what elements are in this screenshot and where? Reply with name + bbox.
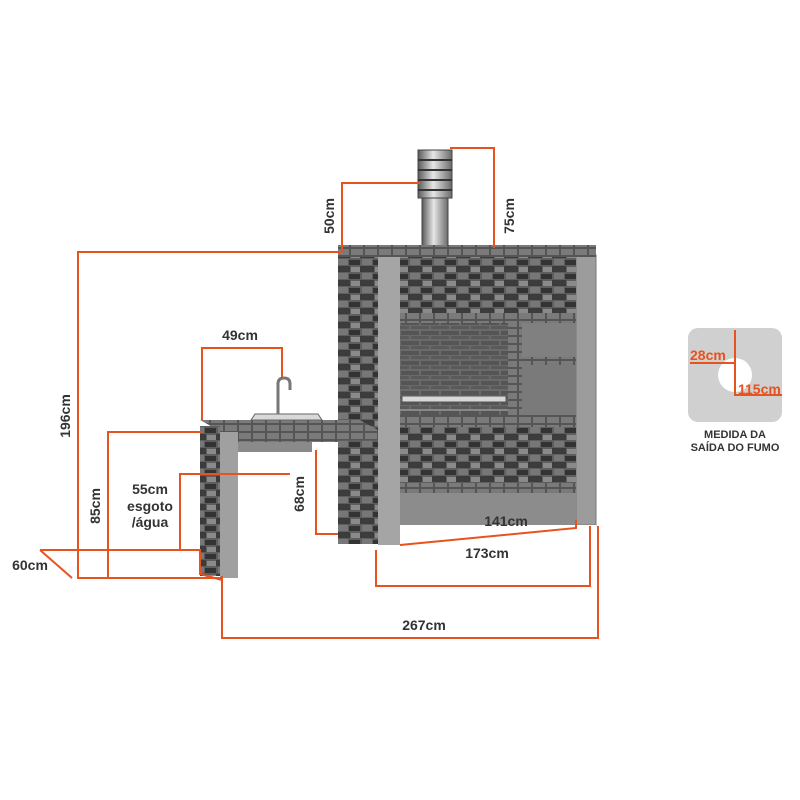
right-side-panel bbox=[575, 254, 597, 526]
label-total-height: 196cm bbox=[57, 394, 73, 438]
lower-stone-panel bbox=[400, 427, 576, 483]
chimney-offset-line bbox=[341, 182, 420, 252]
label-chimney-height: 75cm bbox=[501, 198, 517, 234]
caption-line-1: MEDIDA DA bbox=[704, 429, 766, 441]
upper-stone-panel bbox=[378, 257, 576, 313]
drain-height-line bbox=[179, 473, 290, 550]
inset-depth-line bbox=[734, 363, 782, 396]
label-outlet-width: 28cm bbox=[690, 347, 726, 363]
grill-grate bbox=[401, 395, 507, 403]
label-drain-agua: /água bbox=[132, 514, 169, 530]
label-bbq-width: 173cm bbox=[465, 545, 509, 561]
dimension-labels: 75cm 50cm 196cm 49cm 85cm 55cm esgoto /á… bbox=[12, 198, 528, 633]
chimney bbox=[417, 149, 453, 249]
label-opening-height: 68cm bbox=[291, 476, 307, 512]
bbq-width-line bbox=[375, 526, 591, 587]
opening-height-line bbox=[315, 450, 338, 535]
inner-frame-left bbox=[378, 257, 400, 545]
label-outlet-depth: 115cm bbox=[738, 381, 781, 397]
storage-opening bbox=[400, 493, 576, 525]
total-width-line bbox=[221, 526, 599, 639]
label-counter-height: 85cm bbox=[87, 488, 103, 524]
sink-basin bbox=[250, 413, 323, 421]
arch-brick-band bbox=[400, 313, 576, 323]
chimney-height-line bbox=[450, 147, 495, 248]
label-drain-height: 55cm bbox=[132, 481, 168, 497]
label-chimney-offset: 50cm bbox=[321, 198, 337, 234]
label-inner-width: 141cm bbox=[484, 513, 528, 529]
upper-shelf-niche bbox=[522, 323, 576, 357]
dimension-lines bbox=[39, 147, 599, 639]
sink-leg-panel bbox=[220, 432, 238, 578]
faucet bbox=[276, 376, 292, 414]
counter-height-line bbox=[107, 431, 202, 578]
sink-stone-leg bbox=[200, 426, 220, 576]
counter-brick-band bbox=[400, 415, 576, 427]
sink-counter bbox=[200, 376, 378, 578]
caption-line-2: SAÍDA DO FUMO bbox=[691, 441, 780, 454]
sink-width-line bbox=[201, 347, 283, 420]
total-height-line bbox=[77, 251, 342, 579]
depth-line bbox=[40, 549, 223, 581]
label-depth: 60cm bbox=[12, 557, 48, 573]
inner-width-line bbox=[399, 520, 577, 546]
label-sink-width: 49cm bbox=[222, 327, 258, 343]
barbecue-unit bbox=[200, 149, 597, 578]
top-brick-cap bbox=[338, 245, 596, 257]
lower-shelf-niche bbox=[522, 365, 576, 415]
label-drain-esgoto: esgoto bbox=[127, 498, 173, 514]
smoke-outlet-inset: 28cm 115cm MEDIDA DA SAÍDA DO FUMO bbox=[688, 328, 782, 454]
label-total-width: 267cm bbox=[402, 617, 446, 633]
